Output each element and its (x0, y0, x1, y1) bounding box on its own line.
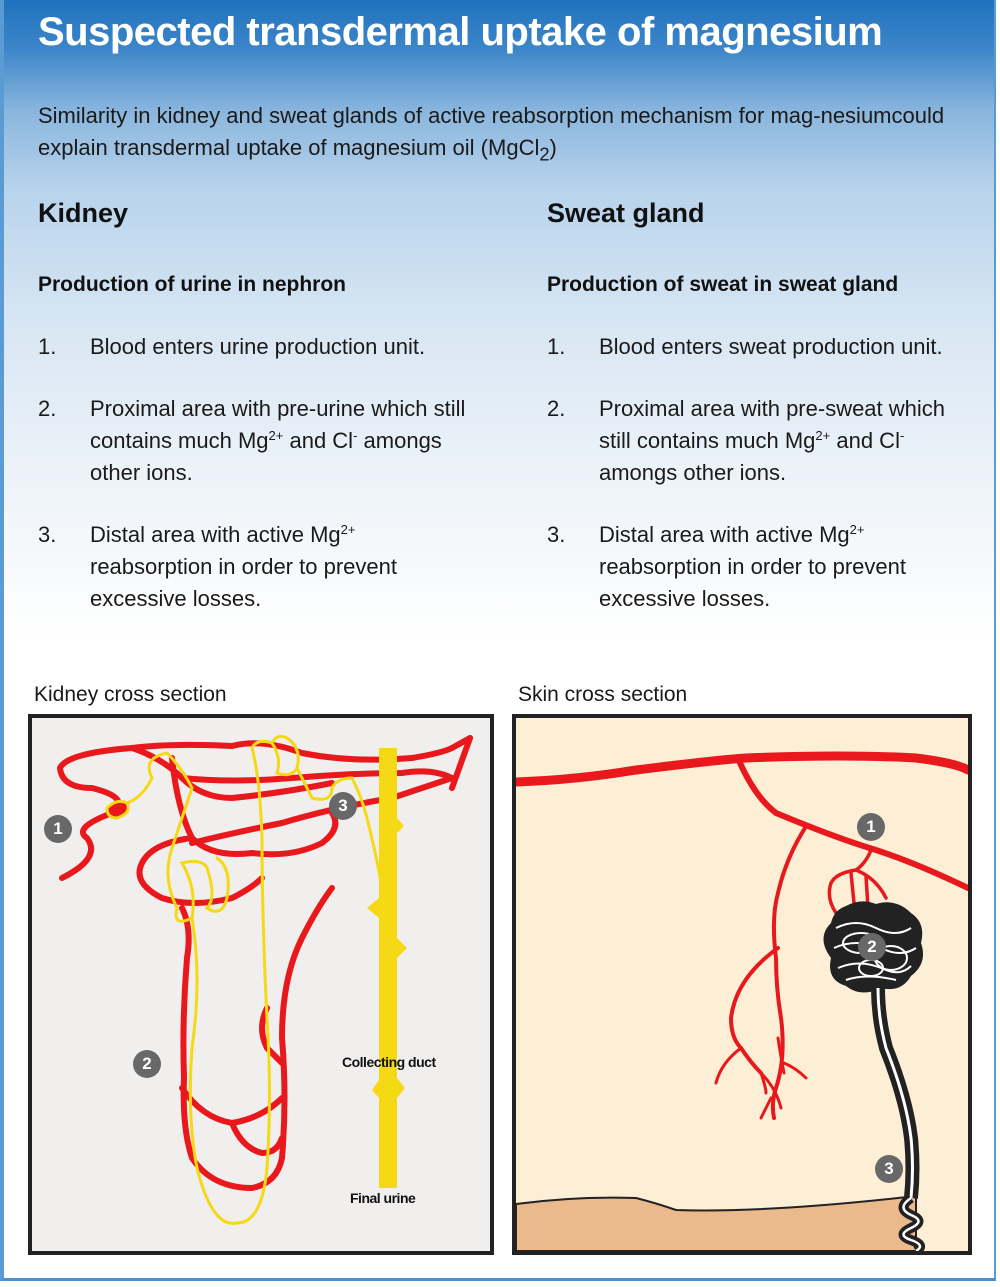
step-text-tail: amongs other ions. (90, 428, 442, 485)
kidney-diagram: 1 2 3 Collecting duct Final urine (28, 714, 494, 1255)
epidermis-layer (516, 1194, 917, 1251)
step-number: 3. (547, 522, 566, 547)
vessel-branch (729, 946, 780, 1075)
marker-3: 3 (329, 792, 357, 820)
sweat-gland-subheading: Production of sweat in sweat gland (547, 273, 899, 296)
list-item: 3. Distal area with active Mg2+ reabsorp… (547, 519, 977, 615)
vessel-loop-inner (179, 1085, 285, 1126)
step-text-body: Distal area with active Mg (90, 522, 341, 547)
step-text-tail: reabsorption in order to prevent excessi… (599, 554, 906, 611)
skin-illustration (516, 751, 968, 1251)
marker-1: 1 (857, 813, 885, 841)
sweat-gland-steps: 1. Blood enters sweat production unit. 2… (547, 331, 977, 615)
step-text: Distal area with active Mg2+ reabsorptio… (599, 519, 977, 615)
step-text-body: Distal area with active Mg (599, 522, 850, 547)
vessel-branch (737, 760, 968, 891)
vessel-branch (129, 745, 455, 784)
step-text-mid: and Cl (283, 428, 354, 453)
step-text-mid: and Cl (830, 428, 900, 453)
intro-body: Similarity in kidney and sweat glands of… (38, 103, 945, 160)
vessel-loop-inner (229, 1120, 285, 1156)
marker-3: 3 (875, 1155, 903, 1183)
kidney-illustration (57, 734, 473, 1225)
skin-diagram: 1 2 3 (512, 714, 972, 1255)
list-item: 1. Blood enters sweat production unit. (547, 331, 977, 363)
step-text: Proximal area with pre-sweat which still… (599, 393, 977, 489)
list-item: 3. Distal area with active Mg2+ reabsorp… (38, 519, 468, 615)
superscript: 2+ (849, 522, 865, 537)
superscript: - (353, 428, 358, 443)
proximal-tubule (125, 751, 230, 923)
intro-subscript: 2 (539, 143, 550, 165)
vessel-branch (770, 826, 807, 1120)
vessel-branch (449, 735, 473, 791)
step-number: 2. (547, 396, 566, 421)
collecting-duct-label: Collecting duct (342, 1054, 436, 1070)
intro-close: ) (549, 135, 557, 160)
page-title: Suspected transdermal uptake of magnesiu… (38, 10, 883, 54)
step-text: Blood enters urine production unit. (90, 331, 468, 363)
kidney-diagram-label: Kidney cross section (34, 683, 227, 706)
step-number: 1. (547, 334, 566, 359)
marker-2: 2 (133, 1050, 161, 1078)
duct-spiral-lumen (902, 1196, 922, 1251)
step-number: 1. (38, 334, 57, 359)
step-text-body: Proximal area with pre-urine which still… (90, 396, 466, 453)
vessel-loop (179, 885, 335, 1191)
step-number: 2. (38, 396, 57, 421)
marker-1: 1 (44, 815, 72, 843)
sweat-gland-column: Sweat gland Production of sweat in sweat… (547, 198, 977, 645)
list-item: 2. Proximal area with pre-urine which st… (38, 393, 468, 489)
final-urine-label: Final urine (350, 1190, 416, 1206)
superscript: 2+ (340, 522, 356, 537)
step-text: Proximal area with pre-urine which still… (90, 393, 468, 489)
blood-vessels (516, 751, 968, 1120)
vessel-top (57, 735, 473, 881)
kidney-column: Kidney Production of urine in nephron 1.… (38, 198, 468, 645)
kidney-steps: 1. Blood enters urine production unit. 2… (38, 331, 468, 615)
step-text-body: Blood enters sweat production unit. (599, 334, 943, 359)
step-text-tail: reabsorption in order to prevent excessi… (90, 554, 397, 611)
kidney-heading: Kidney (38, 198, 129, 228)
glomerulus (105, 799, 130, 820)
list-item: 2. Proximal area with pre-sweat which st… (547, 393, 977, 489)
capillary (714, 1046, 743, 1085)
list-item: 1. Blood enters urine production unit. (38, 331, 468, 363)
sweat-gland-heading: Sweat gland (547, 198, 705, 228)
vessel-loop-inner (259, 1005, 285, 1066)
superscript: - (899, 428, 905, 443)
intro-text: Similarity in kidney and sweat glands of… (38, 100, 973, 170)
step-text-tail: amongs other ions. (599, 460, 787, 485)
step-text-body: Proximal area with pre-sweat which still… (599, 396, 946, 453)
gland-capillaries (827, 848, 888, 915)
blood-vessels (57, 735, 473, 1191)
vessel-branch (189, 775, 455, 846)
vessel-branch (169, 755, 339, 858)
step-text: Distal area with active Mg2+ reabsorptio… (90, 519, 468, 615)
superscript: 2+ (268, 428, 284, 443)
duct-lumen (876, 987, 914, 1199)
step-text-body: Blood enters urine production unit. (90, 334, 426, 359)
step-text: Blood enters sweat production unit. (599, 331, 977, 363)
kidney-subheading: Production of urine in nephron (38, 273, 346, 296)
skin-diagram-label: Skin cross section (518, 683, 688, 706)
collecting-duct (367, 748, 407, 1188)
capillary (759, 1071, 783, 1120)
marker-2: 2 (858, 933, 886, 961)
step-number: 3. (38, 522, 57, 547)
vessel-branch (136, 835, 265, 906)
distal-tubule (295, 766, 384, 890)
capillary (776, 1036, 808, 1080)
tubules (125, 734, 384, 1225)
superscript: 2+ (815, 428, 831, 443)
loop-of-henle (188, 734, 300, 1225)
main-vessel (516, 751, 968, 787)
